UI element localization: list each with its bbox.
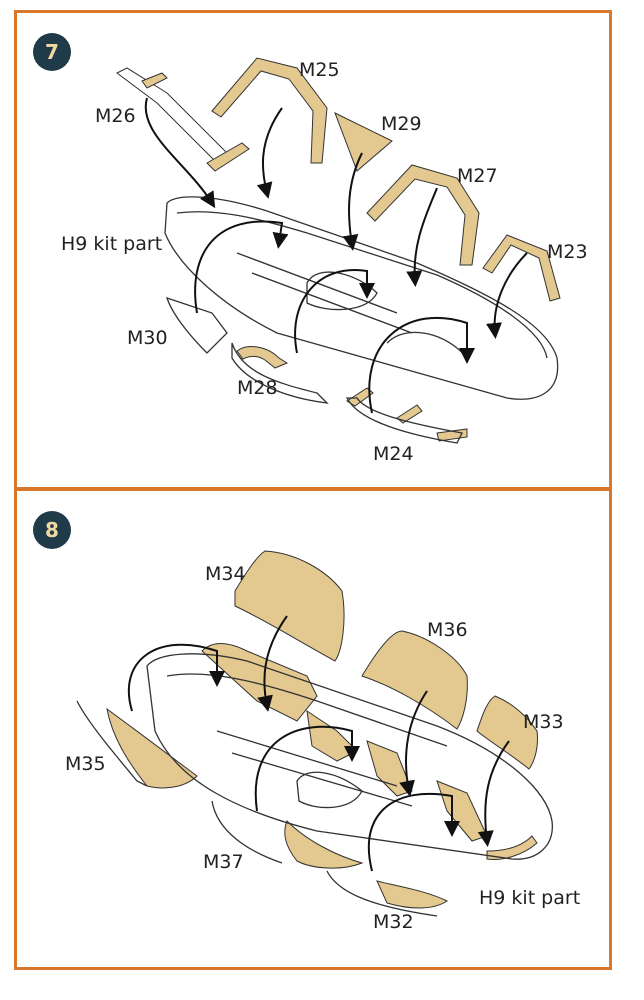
step-8-diagram [76, 550, 553, 917]
label-m27: M27 [457, 165, 498, 187]
label-m24: M24 [373, 443, 414, 465]
label-m26: M26 [95, 105, 136, 127]
label-m34: M34 [205, 563, 246, 585]
label-h9-kit-part: H9 kit part [479, 887, 581, 909]
part-m27 [366, 164, 480, 266]
canopy-frame-inner [201, 643, 318, 722]
label-m28: M28 [237, 377, 278, 399]
part-m24 [346, 387, 374, 407]
part-m28 [236, 346, 289, 369]
part-m33 [476, 695, 538, 770]
part-m30 [165, 296, 228, 354]
part-m32 [376, 880, 448, 909]
part-m34 [234, 550, 345, 662]
part-m23 [482, 234, 561, 302]
part-m37 [284, 820, 364, 869]
step-7-diagram [116, 57, 561, 444]
step-number-badge: 8 [33, 511, 71, 549]
label-h9-kit-part: H9 kit part [61, 233, 163, 255]
label-m23: M23 [547, 241, 588, 263]
label-m33: M33 [523, 711, 564, 733]
step-8-panel: 8 [14, 488, 612, 970]
label-m36: M36 [427, 619, 468, 641]
part-m35 [106, 707, 198, 789]
label-m32: M32 [373, 911, 414, 933]
canopy-frame [164, 196, 559, 400]
label-m29: M29 [381, 113, 422, 135]
label-m35: M35 [65, 753, 106, 775]
step-number-badge: 7 [33, 33, 71, 71]
part-m25 [211, 57, 328, 164]
label-m37: M37 [203, 851, 244, 873]
step-7-panel: 7 [14, 10, 612, 490]
part-m29 [334, 111, 393, 172]
label-m25: M25 [299, 59, 340, 81]
label-m30: M30 [127, 327, 168, 349]
